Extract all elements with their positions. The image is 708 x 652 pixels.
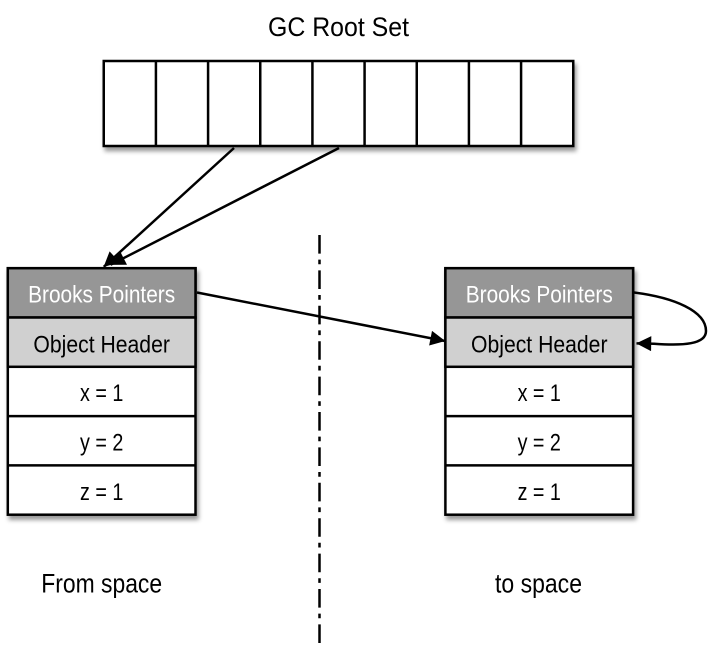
svg-text:Object Header: Object Header bbox=[33, 331, 170, 358]
svg-text:From space: From space bbox=[41, 569, 162, 599]
svg-text:to space: to space bbox=[495, 569, 582, 599]
svg-text:Object Header: Object Header bbox=[471, 331, 608, 358]
svg-text:y = 2: y = 2 bbox=[518, 430, 561, 457]
svg-text:GC Root Set: GC Root Set bbox=[268, 12, 409, 42]
svg-text:Brooks Pointers: Brooks Pointers bbox=[28, 282, 175, 309]
svg-text:z = 1: z = 1 bbox=[518, 479, 561, 506]
svg-text:Brooks Pointers: Brooks Pointers bbox=[466, 282, 613, 309]
svg-text:z = 1: z = 1 bbox=[80, 479, 123, 506]
svg-text:x = 1: x = 1 bbox=[80, 380, 123, 407]
svg-text:y = 2: y = 2 bbox=[80, 430, 123, 457]
svg-text:x = 1: x = 1 bbox=[518, 380, 561, 407]
